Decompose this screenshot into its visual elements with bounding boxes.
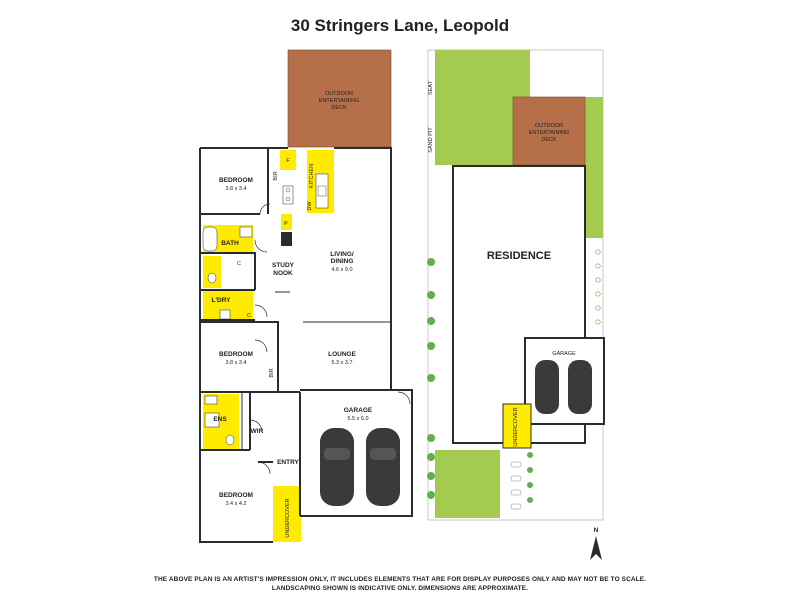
study-line2: NOOK xyxy=(273,270,293,277)
undercover-left-label: UNDERCOVER xyxy=(285,498,291,537)
site-undercover xyxy=(502,403,532,449)
living-line1: LIVING/ xyxy=(330,251,354,258)
lawn-bottom xyxy=(435,450,500,518)
sand-pit-label: SAND PIT xyxy=(428,127,434,153)
fridge-wall xyxy=(281,232,292,246)
door-swing-1 xyxy=(259,203,271,215)
bedroom3-size: 3.4 x 4.2 xyxy=(225,501,246,507)
wc-area xyxy=(203,256,221,288)
bedroom1-name: BEDROOM xyxy=(219,177,253,184)
disclaimer-line1: THE ABOVE PLAN IS AN ARTIST'S IMPRESSION… xyxy=(153,576,647,583)
kitchen-sink xyxy=(317,185,327,197)
deck-left-label-3: DECK xyxy=(331,105,347,111)
bedroom3-name: BEDROOM xyxy=(219,492,253,499)
pantry-label: P xyxy=(284,221,288,227)
bir2-label: BIR xyxy=(269,368,275,377)
car-left-2-windshield xyxy=(370,448,396,460)
pantry-top-label: F xyxy=(286,158,290,164)
car-left-2 xyxy=(366,428,400,506)
deck-left-label-1: OUTDOOR xyxy=(325,91,353,97)
lawn-right xyxy=(585,97,603,238)
lounge-name: LOUNGE xyxy=(328,351,356,358)
site-car-1 xyxy=(535,360,559,414)
hob-1 xyxy=(285,187,291,193)
ens-vanity xyxy=(204,395,218,405)
car-left-1-windshield xyxy=(324,448,350,460)
cooktop xyxy=(282,185,294,205)
north-label: N xyxy=(594,527,599,534)
bathtub xyxy=(202,226,218,252)
residence-label: RESIDENCE xyxy=(487,250,551,262)
pantry-area xyxy=(281,214,292,230)
deck-right-label-2: ENTERTAINING xyxy=(529,130,569,136)
deck-right-label-3: DECK xyxy=(541,137,557,143)
ens-shower xyxy=(204,412,220,428)
trees xyxy=(427,258,533,503)
vanity-bath xyxy=(239,226,253,238)
toilet-1 xyxy=(207,272,217,284)
lounge-size: 5.3 x 3.7 xyxy=(331,360,352,366)
north-arrow: N xyxy=(590,527,602,560)
seat-label: SEAT xyxy=(428,80,434,95)
bedroom1-size: 3.8 x 3.4 xyxy=(225,186,246,192)
study-line1: STUDY xyxy=(272,262,295,269)
door-swing-7 xyxy=(397,391,411,405)
door-swing-6 xyxy=(257,461,271,475)
door-swing-5 xyxy=(249,419,263,433)
site-car-2 xyxy=(568,360,592,414)
living-size: 4.6 x 9.0 xyxy=(331,267,352,273)
deck-left-label-2: ENTERTAINING xyxy=(319,98,359,104)
site-undercover-label: UNDERCOVER xyxy=(513,407,519,446)
linen-label: C xyxy=(237,261,241,267)
toilet-2 xyxy=(225,434,235,446)
laundry-label: L'DRY xyxy=(212,297,232,304)
bedroom2-size: 3.8 x 3.4 xyxy=(225,360,246,366)
outdoor-deck-left xyxy=(287,49,392,148)
garage-size: 5.5 x 6.0 xyxy=(347,416,368,422)
plan-title: 30 Stringers Lane, Leopold xyxy=(290,16,510,35)
garage-cars-left xyxy=(320,428,400,506)
deck-right xyxy=(512,96,586,166)
kitchen-label: KITCHEN xyxy=(309,164,315,188)
bir1-label: BIR xyxy=(273,171,279,180)
kitchen-bench xyxy=(280,150,296,170)
disclaimer-line2: LANDSCAPING SHOWN IS INDICATIVE ONLY. DI… xyxy=(271,585,529,592)
pavers xyxy=(510,461,522,510)
door-swing-4 xyxy=(254,339,268,353)
bedroom2-name: BEDROOM xyxy=(219,351,253,358)
laundry-tub xyxy=(219,309,231,320)
hob-2 xyxy=(285,196,291,202)
bath-label: BATH xyxy=(221,240,239,247)
shrubs-right xyxy=(595,249,601,325)
living-line2: DINING xyxy=(331,258,354,265)
entry-label: ENTRY xyxy=(277,459,299,466)
car-left-1 xyxy=(320,428,354,506)
laundry-c-label: C xyxy=(247,313,251,319)
door-swing-2 xyxy=(254,239,268,253)
ens-label: ENS xyxy=(213,416,227,423)
deck-right-label-1: OUTDOOR xyxy=(535,123,563,129)
garage-name: GARAGE xyxy=(344,407,373,414)
door-swing-3 xyxy=(254,304,268,318)
undercover-left xyxy=(273,486,301,542)
dw-label: DW xyxy=(307,201,313,211)
wir-label: WIR xyxy=(251,428,264,435)
site-garage-label: GARAGE xyxy=(552,351,576,357)
